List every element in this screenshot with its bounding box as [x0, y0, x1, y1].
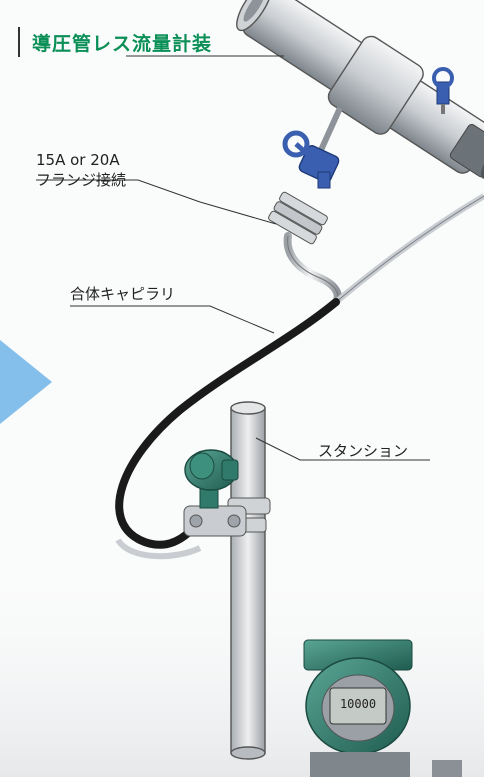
- valve-main-icon: [282, 130, 340, 189]
- transmitter-photo: [303, 639, 462, 777]
- transmitter-display-reading: 10000: [339, 697, 377, 711]
- capillary-grey: [334, 193, 484, 305]
- flange-icon: [268, 191, 328, 245]
- valve-top-icon: [432, 67, 454, 114]
- flange-label-line2: フランジ接続: [36, 171, 127, 189]
- process-pipe: [236, 0, 484, 179]
- connector-pipe: [283, 232, 342, 306]
- flange-label-line1: 15A or 20A: [36, 151, 120, 169]
- stanchion-pole: [230, 401, 266, 760]
- capillary-label: 合体キャピラリ: [70, 285, 176, 303]
- stanchion-label: スタンション: [318, 442, 409, 460]
- flange-label: 15A or 20A フランジ接続: [36, 150, 126, 190]
- transmitter-icon: [183, 449, 247, 537]
- diagram-title: 導圧管レス流量計装: [18, 27, 212, 57]
- leader-lines: [36, 55, 430, 461]
- arrow-indicator-icon: [0, 340, 52, 424]
- capillary-lower: [115, 538, 202, 560]
- capillary-combined: [115, 298, 340, 549]
